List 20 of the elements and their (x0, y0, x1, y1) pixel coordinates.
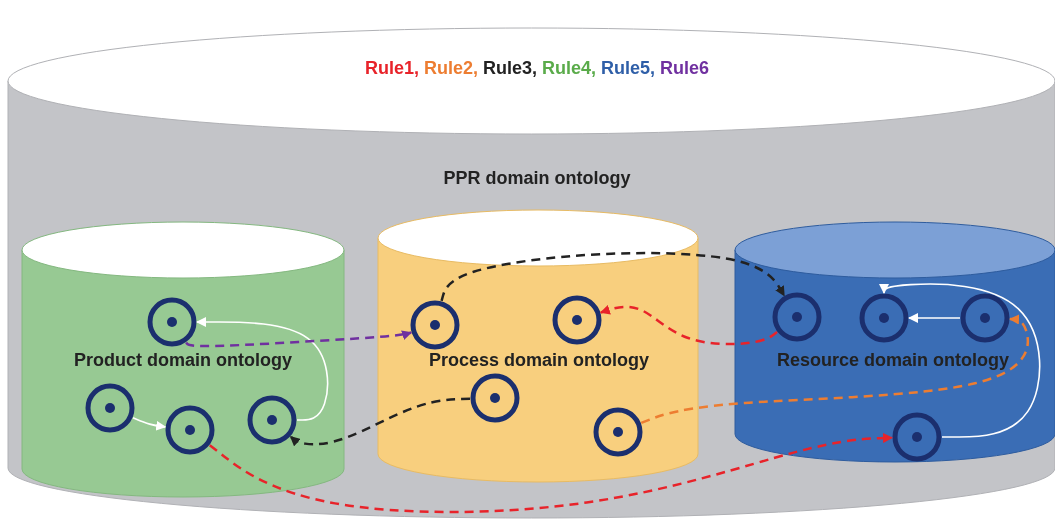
ontology-label: Resource domain ontology (777, 349, 1009, 371)
rule-label: Rule4, (542, 57, 597, 79)
dashed-arrow (185, 330, 413, 348)
rule-label: Rule2, (423, 57, 478, 79)
arrow (196, 317, 329, 421)
dashed-arrow (599, 304, 778, 346)
arrow (132, 416, 167, 431)
rule-label: Rule6 (660, 57, 710, 79)
arrow (908, 313, 961, 323)
dashed-arrow (289, 397, 471, 447)
rule-label: Rule5, (601, 57, 656, 79)
rule-label: Rule1, (364, 57, 419, 79)
dashed-arrow (640, 314, 1030, 425)
dashed-arrow (440, 251, 786, 302)
arrow (879, 283, 1041, 438)
ontology-label: Process domain ontology (429, 349, 649, 371)
dashed-arrow (209, 433, 893, 514)
ontology-label: PPR domain ontology (443, 167, 631, 189)
rule-label: Rule3, (482, 57, 537, 79)
ontology-label: Product domain ontology (74, 349, 292, 371)
